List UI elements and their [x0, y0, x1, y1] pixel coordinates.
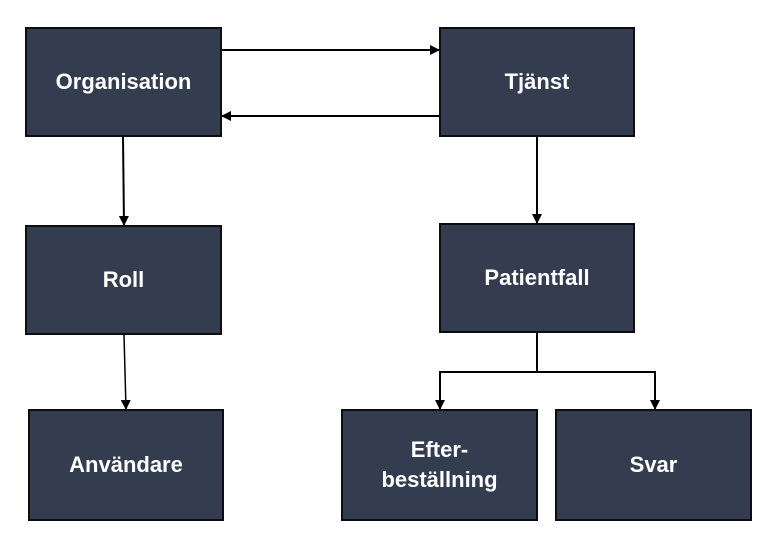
node-efterbestallning: Efter- beställning [341, 409, 538, 521]
arrow-organisation-to-roll [118, 136, 129, 226]
node-patientfall: Patientfall [439, 223, 635, 333]
node-anvandare: Användare [28, 409, 224, 521]
node-anvandare-label: Användare [69, 452, 183, 477]
node-organisation: Organisation [25, 27, 222, 137]
node-efterbestallning-label: Efter- beställning [381, 435, 497, 495]
node-efterbestallning-line2: beställning [381, 467, 498, 492]
node-organisation-label: Organisation [55, 69, 192, 94]
node-patientfall-label: Patientfall [484, 265, 590, 290]
node-roll-label: Roll [102, 267, 145, 292]
node-tjanst-label: Tjänst [504, 69, 570, 94]
node-efterbestallning-line1: Efter- [410, 437, 469, 462]
arrow-roll-to-anvandare [120, 334, 131, 410]
node-tjanst: Tjänst [439, 27, 635, 137]
arrow-patientfall-to-efterbestallning [435, 371, 537, 410]
node-svar-label: Svar [629, 452, 678, 477]
arrow-patientfall-to-svar [537, 371, 660, 410]
node-svar: Svar [555, 409, 752, 521]
node-roll: Roll [25, 225, 222, 335]
